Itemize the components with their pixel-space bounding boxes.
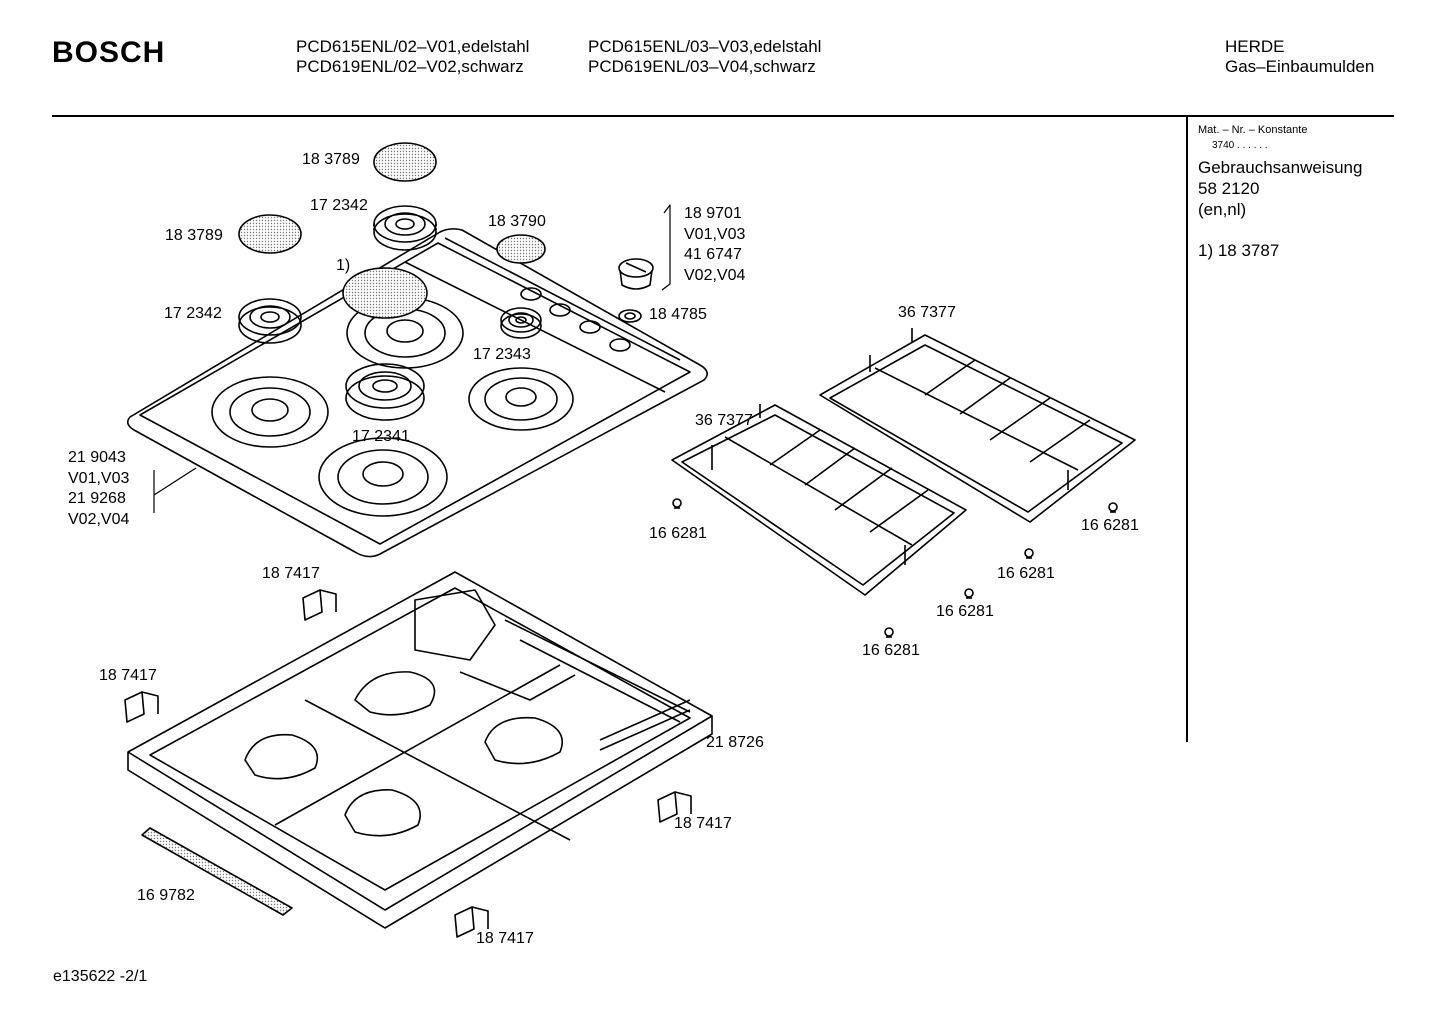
label-foot-4: 16 6281 [936, 603, 994, 620]
label-clip-1: 18 7417 [262, 565, 320, 582]
model-line: PCD615ENL/03–V03,edelstahl [588, 37, 822, 56]
knob-part-line: V01,V03 [684, 225, 746, 243]
knob-part-line: 41 6747 [684, 246, 742, 263]
hob-top-plate [126, 228, 708, 558]
hob-part-line: V02,V04 [68, 510, 130, 528]
burner-head-left [238, 298, 302, 344]
label-cap-right: 18 3790 [488, 213, 546, 230]
label-cap-left: 18 3789 [165, 227, 223, 244]
rubber-feet [672, 498, 1118, 638]
model-line: PCD619ENL/03–V04,schwarz [588, 57, 816, 76]
label-footnote-ref: 1) [336, 257, 351, 274]
label-burner-large: 17 2341 [352, 428, 410, 445]
burner-well-front [318, 437, 448, 517]
model-line: PCD615ENL/02–V01,edelstahl [296, 37, 530, 56]
label-burner-small: 17 2343 [473, 346, 531, 363]
knob-ring [618, 309, 642, 323]
hob-part-line: 21 9268 [68, 490, 126, 507]
burner-head-rear [373, 205, 437, 251]
clip-top [302, 589, 337, 621]
label-clip-2: 18 7417 [99, 667, 157, 684]
label-foot-3: 16 6281 [997, 565, 1055, 582]
clip-left [124, 691, 159, 723]
bottom-trough [127, 571, 713, 929]
label-clip-4: 18 7417 [476, 930, 534, 947]
burner-cap-top [373, 142, 437, 182]
knob-part-line: 18 9701 [684, 205, 742, 222]
label-foot-5: 16 6281 [862, 642, 920, 659]
clip-right [657, 791, 692, 823]
category-line: Gas–Einbaumulden [1225, 57, 1375, 76]
knob-part-line: V02,V04 [684, 266, 746, 284]
sidebar-divider [1186, 116, 1188, 742]
category-line: HERDE [1225, 37, 1285, 56]
label-foot-1: 16 6281 [649, 525, 707, 542]
leader-lines [153, 204, 671, 513]
mat-nr-value: 3740 . . . . . . [1212, 140, 1268, 151]
label-grid-right: 36 7377 [898, 304, 956, 321]
seal-strip [141, 827, 293, 916]
manual-title: Gebrauchsanweisung [1198, 158, 1363, 177]
control-knob [618, 258, 654, 290]
label-knob-ring: 18 4785 [649, 306, 707, 323]
document-id: e135622 -2/1 [53, 968, 148, 985]
burner-well-right [468, 367, 574, 431]
label-hob-top: 21 9043 V01,V03 21 9268 V02,V04 [68, 448, 129, 530]
label-cap-top: 18 3789 [302, 151, 360, 168]
burner-cap-right [496, 234, 546, 264]
hob-part-line: 21 9043 [68, 449, 126, 466]
burner-cap-large [342, 267, 428, 319]
burner-head-small [500, 307, 542, 339]
label-burner-left: 17 2342 [164, 305, 222, 322]
label-foot-2: 16 6281 [1081, 517, 1139, 534]
label-seal: 16 9782 [137, 887, 195, 904]
label-burner-top: 17 2342 [310, 197, 368, 214]
label-knob: 18 9701 V01,V03 41 6747 V02,V04 [684, 204, 745, 286]
footnote-text: 1) 18 3787 [1198, 241, 1280, 260]
burner-cap-left [238, 214, 302, 254]
mat-nr-label: Mat. – Nr. – Konstante [1198, 124, 1308, 136]
label-clip-3: 18 7417 [674, 815, 732, 832]
burner-head-large [345, 363, 425, 421]
model-list-2: PCD615ENL/03–V03,edelstahl PCD619ENL/03–… [588, 37, 821, 77]
manual-number: 58 2120 [1198, 179, 1260, 198]
header-rule [52, 115, 1394, 117]
burner-well-left [211, 376, 329, 448]
pan-support-left [671, 404, 967, 596]
brand-logo: BOSCH [52, 36, 166, 69]
model-line: PCD619ENL/02–V02,schwarz [296, 57, 524, 76]
pan-support-right [819, 328, 1136, 523]
category-label: HERDE Gas–Einbaumulden [1225, 37, 1374, 77]
model-list-1: PCD615ENL/02–V01,edelstahl PCD619ENL/02–… [296, 37, 529, 77]
label-trough: 21 8726 [706, 734, 764, 751]
clip-bottom [454, 906, 489, 938]
manual-lang: (en,nl) [1198, 200, 1247, 219]
hob-part-line: V01,V03 [68, 469, 130, 487]
label-grid-left: 36 7377 [695, 412, 753, 429]
knob-holes [520, 287, 631, 352]
